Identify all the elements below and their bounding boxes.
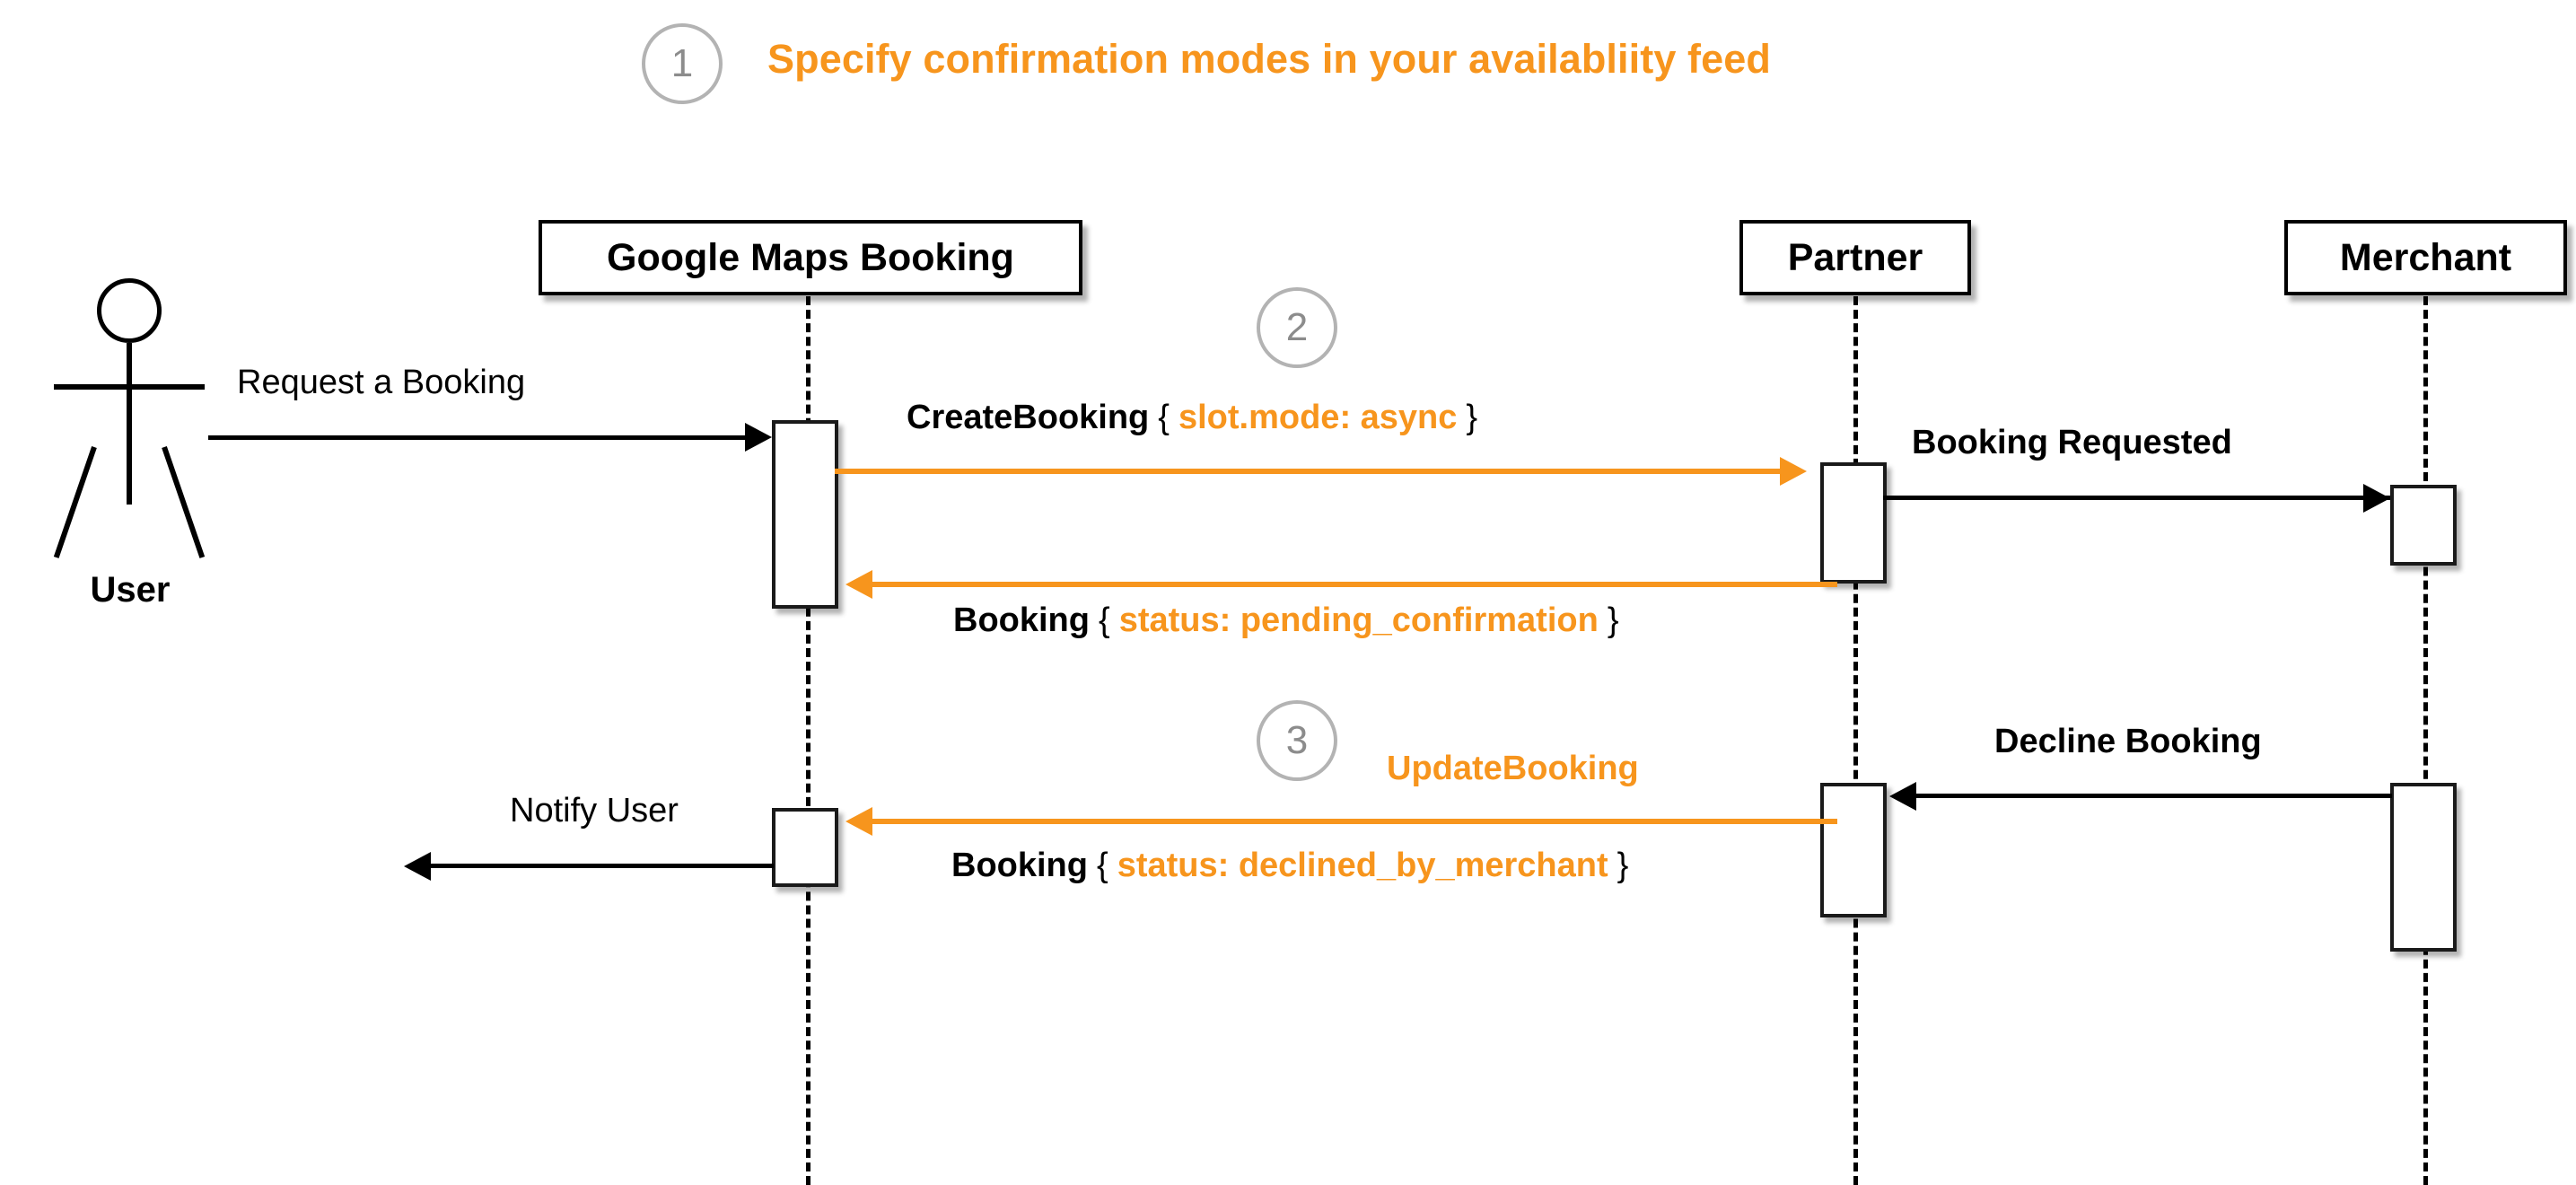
message-decline-booking-arrowhead <box>1889 782 1916 811</box>
message-update-booking-label: UpdateBooking <box>1387 750 1639 788</box>
activation-merchant-2 <box>2390 783 2457 952</box>
lifeline-merchant <box>2423 296 2428 1185</box>
actor-partner: Partner <box>1739 220 1971 295</box>
msg-seg-brace-open: { <box>1098 601 1110 639</box>
message-booking-declined-by-merchant-label: Booking { status: declined_by_merchant } <box>951 847 1628 885</box>
actor-user: User <box>36 278 242 637</box>
message-booking-pending-confirmation-label: Booking { status: pending_confirmation } <box>953 601 1619 640</box>
page-title: Specify confirmation modes in your avail… <box>767 36 1771 82</box>
step-marker-3-label: 3 <box>1285 718 1309 762</box>
activation-merchant-1 <box>2390 485 2457 566</box>
message-notify-user-label: Notify User <box>510 792 679 830</box>
actor-user-label: User <box>90 570 171 610</box>
message-notify-user-line <box>431 864 774 868</box>
msg-seg-text: Booking Requested <box>1912 424 2232 461</box>
lifeline-partner <box>1853 296 1858 1185</box>
msg-seg-text: Request a Booking <box>237 364 526 401</box>
message-booking-requested-label: Booking Requested <box>1912 424 2232 462</box>
step-marker-1-label: 1 <box>670 41 694 85</box>
step-marker-2: 2 <box>1257 287 1337 368</box>
user-head-icon <box>97 278 162 343</box>
message-create-booking-arrowhead <box>1780 457 1807 486</box>
message-decline-booking-label: Decline Booking <box>1994 723 2262 761</box>
msg-seg-payload: status: pending_confirmation <box>1118 601 1599 639</box>
activation-partner-1 <box>1820 462 1887 584</box>
msg-seg-brace-close: } <box>1617 847 1629 884</box>
msg-seg-brace-open: { <box>1158 399 1170 436</box>
message-request-a-booking-label: Request a Booking <box>237 364 525 402</box>
message-request-a-booking-line <box>208 435 747 440</box>
activation-gmb-1 <box>772 420 838 609</box>
msg-seg-text: Notify User <box>510 792 679 830</box>
actor-partner-label: Partner <box>1787 235 1923 279</box>
activation-partner-2 <box>1820 783 1887 917</box>
step-marker-1: 1 <box>642 23 723 104</box>
message-notify-user-arrowhead <box>404 852 431 881</box>
actor-gmb-label: Google Maps Booking <box>607 235 1014 279</box>
msg-seg-brace-close: } <box>1466 399 1478 436</box>
message-booking-requested-line <box>1883 496 2390 500</box>
message-booking-requested-arrowhead <box>2363 484 2390 513</box>
msg-seg-method: UpdateBooking <box>1387 750 1639 787</box>
msg-seg-brace-close: } <box>1607 601 1619 639</box>
user-leg-right-icon <box>162 446 206 558</box>
actor-merchant-label: Merchant <box>2339 235 2512 279</box>
message-booking-pending-confirmation-line <box>872 582 1837 587</box>
msg-seg-method: Booking <box>953 601 1090 639</box>
step-marker-3: 3 <box>1257 700 1337 781</box>
msg-seg-brace-open: { <box>1096 847 1108 884</box>
message-create-booking-label: CreateBooking { slot.mode: async } <box>907 399 1477 437</box>
message-create-booking-line <box>835 469 1782 474</box>
message-update-booking-line <box>872 819 1837 824</box>
message-booking-pending-confirmation-arrowhead <box>846 570 872 599</box>
actor-merchant: Merchant <box>2284 220 2567 295</box>
user-torso-icon <box>127 343 132 505</box>
step-marker-2-label: 2 <box>1285 305 1309 349</box>
message-request-a-booking-arrowhead <box>745 423 772 452</box>
message-decline-booking-line <box>1916 794 2392 798</box>
lifeline-gmb <box>806 296 810 1185</box>
actor-gmb: Google Maps Booking <box>539 220 1082 295</box>
msg-seg-method: CreateBooking <box>907 399 1150 436</box>
user-arms-icon <box>54 384 205 390</box>
activation-gmb-2 <box>772 808 838 887</box>
user-leg-left-icon <box>53 446 97 558</box>
msg-seg-payload: status: declined_by_merchant <box>1117 847 1608 884</box>
msg-seg-payload: slot.mode: async <box>1178 399 1458 436</box>
message-update-booking-arrowhead <box>846 807 872 836</box>
msg-seg-method: Booking <box>951 847 1088 884</box>
msg-seg-text: Decline Booking <box>1994 723 2262 760</box>
